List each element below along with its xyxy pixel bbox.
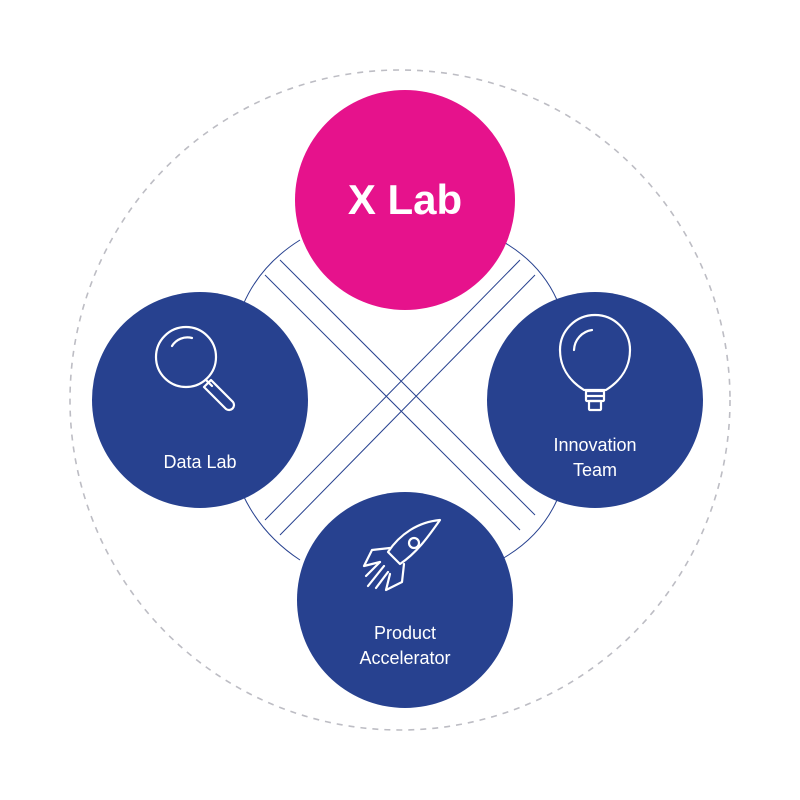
- connector-arc-top-left: [242, 239, 301, 306]
- x-lab-circle: [295, 90, 515, 310]
- innovation-team-label-line2: Team: [573, 460, 617, 480]
- innovation-team-label-line1: Innovation: [553, 435, 636, 455]
- connector-line-tl-b: [279, 259, 536, 516]
- connector-line-tl-a: [264, 274, 521, 531]
- data-lab-label: Data Lab: [163, 452, 236, 472]
- connector-lines: [242, 239, 558, 561]
- hub-x-lab: X Lab: [295, 90, 515, 310]
- node-innovation-team: Innovation Team: [487, 292, 703, 508]
- connector-arc-bottom-right: [499, 499, 558, 561]
- product-accelerator-label-line2: Accelerator: [359, 648, 450, 668]
- connector-arc-bottom-left: [242, 494, 301, 561]
- node-data-lab: Data Lab: [92, 292, 308, 508]
- product-accelerator-label-line1: Product: [374, 623, 436, 643]
- rocket-icon: [362, 518, 442, 592]
- magnifier-icon: [154, 325, 236, 412]
- connector-arc-top-right: [499, 239, 558, 301]
- lightbulb-icon: [558, 313, 632, 412]
- x-lab-title: X Lab: [348, 176, 462, 223]
- outer-dashed-ring: [69, 69, 731, 731]
- product-accelerator-circle: [297, 492, 513, 708]
- connector-line-tr-b: [279, 274, 536, 536]
- connector-line-tr-a: [264, 259, 521, 521]
- data-lab-circle: [92, 292, 308, 508]
- node-product-accelerator: Product Accelerator: [297, 492, 513, 708]
